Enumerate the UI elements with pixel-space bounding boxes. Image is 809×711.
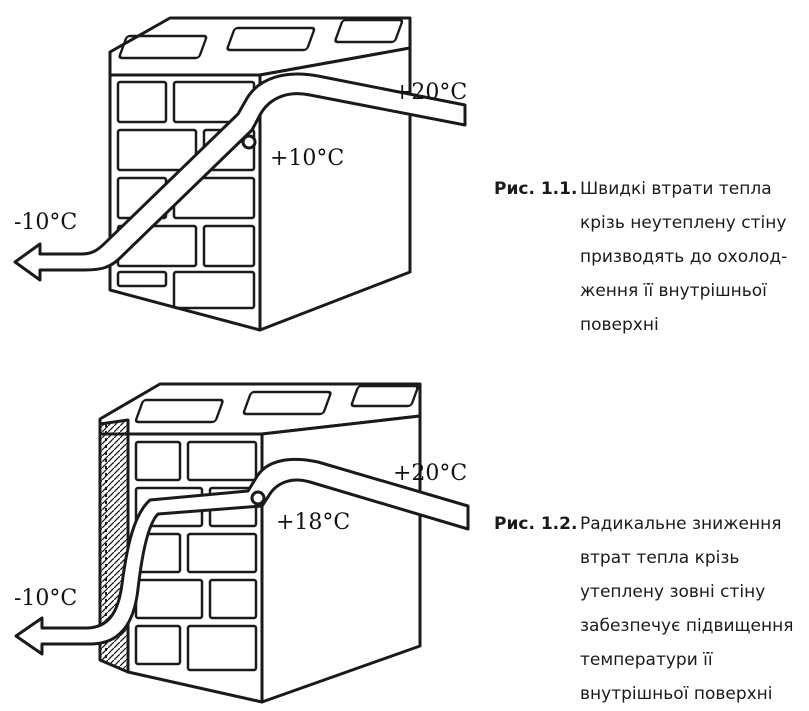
temp-surface-label: +10°C [270,146,345,171]
top-brick [134,398,224,424]
top-brick [334,18,404,44]
caption-line: поверхні [580,315,659,335]
figure-uninsulated-wall: -10°C +10°C +20°C Рис. 1.1. Швидкі втрат… [0,0,809,354]
top-brick [242,390,332,416]
temp-inside-label: +20°C [393,461,468,486]
uninsulated-wall-drawing [13,16,467,332]
heat-flow-arrow [14,457,470,656]
top-brick [350,384,419,408]
front-brick [116,80,168,124]
temp-surface-label: +18°C [276,510,351,535]
heat-flow-arrow [13,72,467,282]
caption-line: призводять до охолод- [580,247,788,267]
figure-caption: Рис. 1.1. Швидкі втрати тепла крізь неут… [494,172,794,342]
figure-caption: Рис. 1.2. Радикальне зниження втрат тепл… [494,507,804,711]
caption-number: Рис. 1.2. [494,514,578,534]
caption-line: забезпечує підвищення [580,616,794,636]
inner-surface-point [250,490,266,506]
caption-line: ження її внутрішньої [580,281,767,301]
insulated-wall-drawing [14,382,470,704]
figure-insulated-wall: -10°C +18°C +20°C Рис. 1.2. Радикальне з… [0,354,809,708]
caption-line: температури її [580,650,713,670]
front-brick [186,532,258,574]
inner-surface-point [241,134,257,150]
front-brick [116,128,198,172]
top-brick [118,34,208,60]
caption-line: Швидкі втрати тепла [580,179,772,199]
temp-outside-label: -10°C [14,210,78,235]
temp-inside-label: +20°C [393,80,468,105]
front-brick [134,440,182,482]
front-brick [186,624,258,672]
front-brick [172,270,256,310]
caption-line: внутрішньої поверхні [580,684,773,704]
temp-outside-label: -10°C [14,586,78,611]
front-brick [202,224,256,268]
caption-number: Рис. 1.1. [494,179,578,199]
front-brick [116,270,168,288]
top-brick [226,26,316,52]
front-brick [208,578,258,620]
wall-front-face [126,432,264,704]
front-brick [186,440,258,482]
caption-line: утеплену зовні стіну [580,582,766,602]
caption-line: Радикальне зниження [580,514,782,534]
front-brick [134,624,182,666]
caption-line: крізь неутеплену стіну [580,213,787,233]
caption-line: втрат тепла крізь [580,548,740,568]
